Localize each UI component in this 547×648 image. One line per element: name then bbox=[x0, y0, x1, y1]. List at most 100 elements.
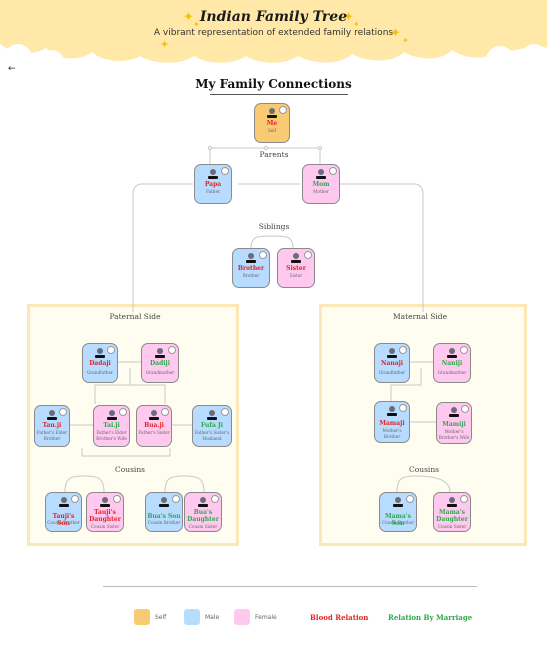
name-redaction-bar bbox=[159, 504, 169, 507]
name-redaction-bar bbox=[100, 504, 110, 507]
person-relation: Father bbox=[206, 189, 220, 194]
avatar-icon bbox=[200, 497, 206, 503]
person-card-sister[interactable]: Sister Sister bbox=[277, 248, 315, 288]
status-dot bbox=[113, 495, 121, 503]
avatar-icon bbox=[389, 348, 395, 354]
name-redaction-bar bbox=[393, 504, 403, 507]
person-card-me[interactable]: Me Self bbox=[254, 103, 290, 143]
person-card-mamas-son[interactable]: Mama's Son Cousin Brother bbox=[379, 492, 417, 532]
person-relation: Cousin Brother bbox=[147, 520, 181, 525]
status-dot bbox=[107, 346, 115, 354]
person-card-mamaji[interactable]: Mamaji Mother's Brother bbox=[374, 401, 410, 443]
status-dot bbox=[461, 405, 469, 413]
name-redaction-bar bbox=[316, 176, 326, 179]
person-name: Fufa Ji bbox=[200, 422, 224, 429]
person-relation: Grandfather bbox=[86, 370, 114, 375]
status-dot bbox=[460, 495, 468, 503]
person-card-brother[interactable]: Brother Brother bbox=[232, 248, 270, 288]
status-dot bbox=[119, 408, 127, 416]
person-name: Papa bbox=[204, 181, 222, 188]
avatar-icon bbox=[449, 497, 455, 503]
name-redaction-bar bbox=[447, 504, 457, 507]
person-card-nanaji[interactable]: Nanaji Grandfather bbox=[374, 343, 410, 383]
status-dot bbox=[329, 167, 337, 175]
person-card-buaji[interactable]: Bua.ji Father's Sister bbox=[136, 405, 172, 447]
person-card-dadaji[interactable]: Dadaji Grandfather bbox=[82, 343, 118, 383]
status-dot bbox=[221, 167, 229, 175]
person-card-mamiji[interactable]: Mamiji Mother's Brother's Wife bbox=[436, 402, 472, 444]
person-card-taiji[interactable]: Tai.ji Father's Elder Brother's Wife bbox=[93, 405, 130, 447]
person-name: Nanaji bbox=[380, 360, 404, 367]
status-dot bbox=[460, 346, 468, 354]
avatar-icon bbox=[449, 348, 455, 354]
legend-female-label: Female bbox=[255, 614, 277, 621]
legend-self-label: Self bbox=[155, 614, 167, 621]
legend-divider bbox=[103, 586, 477, 587]
person-card-mamas-daughter[interactable]: Mama's Daughter Cousin Sister bbox=[433, 492, 471, 532]
person-relation: Grandmother bbox=[437, 370, 467, 375]
person-relation: Father's Elder Brother bbox=[36, 430, 68, 441]
person-card-buas-daughter[interactable]: Bua's Daughter Cousin Sister bbox=[184, 492, 222, 532]
person-name: Bua's Son bbox=[147, 513, 181, 520]
person-card-papa[interactable]: Papa Father bbox=[194, 164, 232, 204]
avatar-icon bbox=[389, 406, 395, 412]
avatar-icon bbox=[293, 253, 299, 259]
person-name: Mom bbox=[312, 181, 330, 188]
person-name: Bua.ji bbox=[144, 422, 164, 429]
avatar-icon bbox=[210, 169, 216, 175]
name-redaction-bar bbox=[95, 355, 105, 358]
person-relation: Cousin Sister bbox=[188, 524, 218, 529]
person-card-tauji[interactable]: Tau.ji Father's Elder Brother bbox=[34, 405, 70, 447]
sparkle-icon: ✦ bbox=[160, 38, 170, 51]
person-name: Mamaji bbox=[379, 420, 405, 427]
status-dot bbox=[279, 106, 287, 114]
name-redaction-bar bbox=[387, 355, 397, 358]
name-redaction-bar bbox=[207, 417, 217, 420]
status-dot bbox=[161, 408, 169, 416]
legend-male-label: Male bbox=[205, 614, 220, 621]
person-relation: Cousin Brother bbox=[47, 520, 80, 525]
person-relation: Mother's Brother's Wife bbox=[438, 429, 470, 440]
avatar-icon bbox=[151, 410, 157, 416]
avatar-icon bbox=[269, 108, 275, 114]
name-redaction-bar bbox=[449, 414, 459, 417]
back-arrow-icon[interactable]: ← bbox=[8, 64, 16, 74]
person-card-fufaji[interactable]: Fufa Ji Father's Sister's Husband bbox=[192, 405, 232, 447]
person-card-naniji[interactable]: Naniji Grandmother bbox=[433, 343, 471, 383]
name-redaction-bar bbox=[246, 260, 256, 263]
status-dot bbox=[168, 346, 176, 354]
person-relation: Brother bbox=[242, 273, 260, 278]
legend-self-swatch bbox=[134, 609, 150, 625]
person-card-taujis-son[interactable]: Tauji's Son Cousin Brother bbox=[45, 492, 82, 532]
name-redaction-bar bbox=[58, 504, 69, 507]
status-dot bbox=[259, 251, 267, 259]
person-card-buas-son[interactable]: Bua's Son Cousin Brother bbox=[145, 492, 183, 532]
avatar-icon bbox=[157, 348, 163, 354]
status-dot bbox=[406, 495, 414, 503]
person-card-dadiji[interactable]: Dadiji Grandmother bbox=[141, 343, 179, 383]
avatar-icon bbox=[161, 497, 167, 503]
avatar-icon bbox=[248, 253, 254, 259]
person-relation: Self bbox=[267, 128, 277, 133]
person-card-mom[interactable]: Mom Mother bbox=[302, 164, 340, 204]
person-name: Dadaji bbox=[89, 360, 111, 367]
siblings-label: Siblings bbox=[258, 222, 290, 231]
person-relation: Cousin Brother bbox=[381, 520, 415, 525]
parents-label: Parents bbox=[259, 150, 289, 159]
maternal-side-label: Maternal Side bbox=[392, 312, 448, 321]
person-card-taujis-daughter[interactable]: Tauji's Daughter Cousin Sister bbox=[86, 492, 124, 532]
person-name: Tauji's Son bbox=[52, 513, 75, 527]
name-redaction-bar bbox=[106, 417, 117, 420]
avatar-icon bbox=[49, 410, 55, 416]
legend-relation-by-marriage: Relation By Marriage bbox=[388, 613, 473, 622]
sparkle-icon: ✦ bbox=[343, 10, 354, 25]
avatar-icon bbox=[395, 497, 401, 503]
person-relation: Grandfather bbox=[378, 370, 406, 375]
person-name: Naniji bbox=[441, 360, 463, 367]
title-underline bbox=[210, 94, 348, 95]
legend-female-swatch bbox=[234, 609, 250, 625]
name-redaction-bar bbox=[149, 417, 159, 420]
sparkle-icon: ✦ bbox=[193, 20, 200, 29]
sparkle-icon: ✦ bbox=[390, 26, 401, 41]
